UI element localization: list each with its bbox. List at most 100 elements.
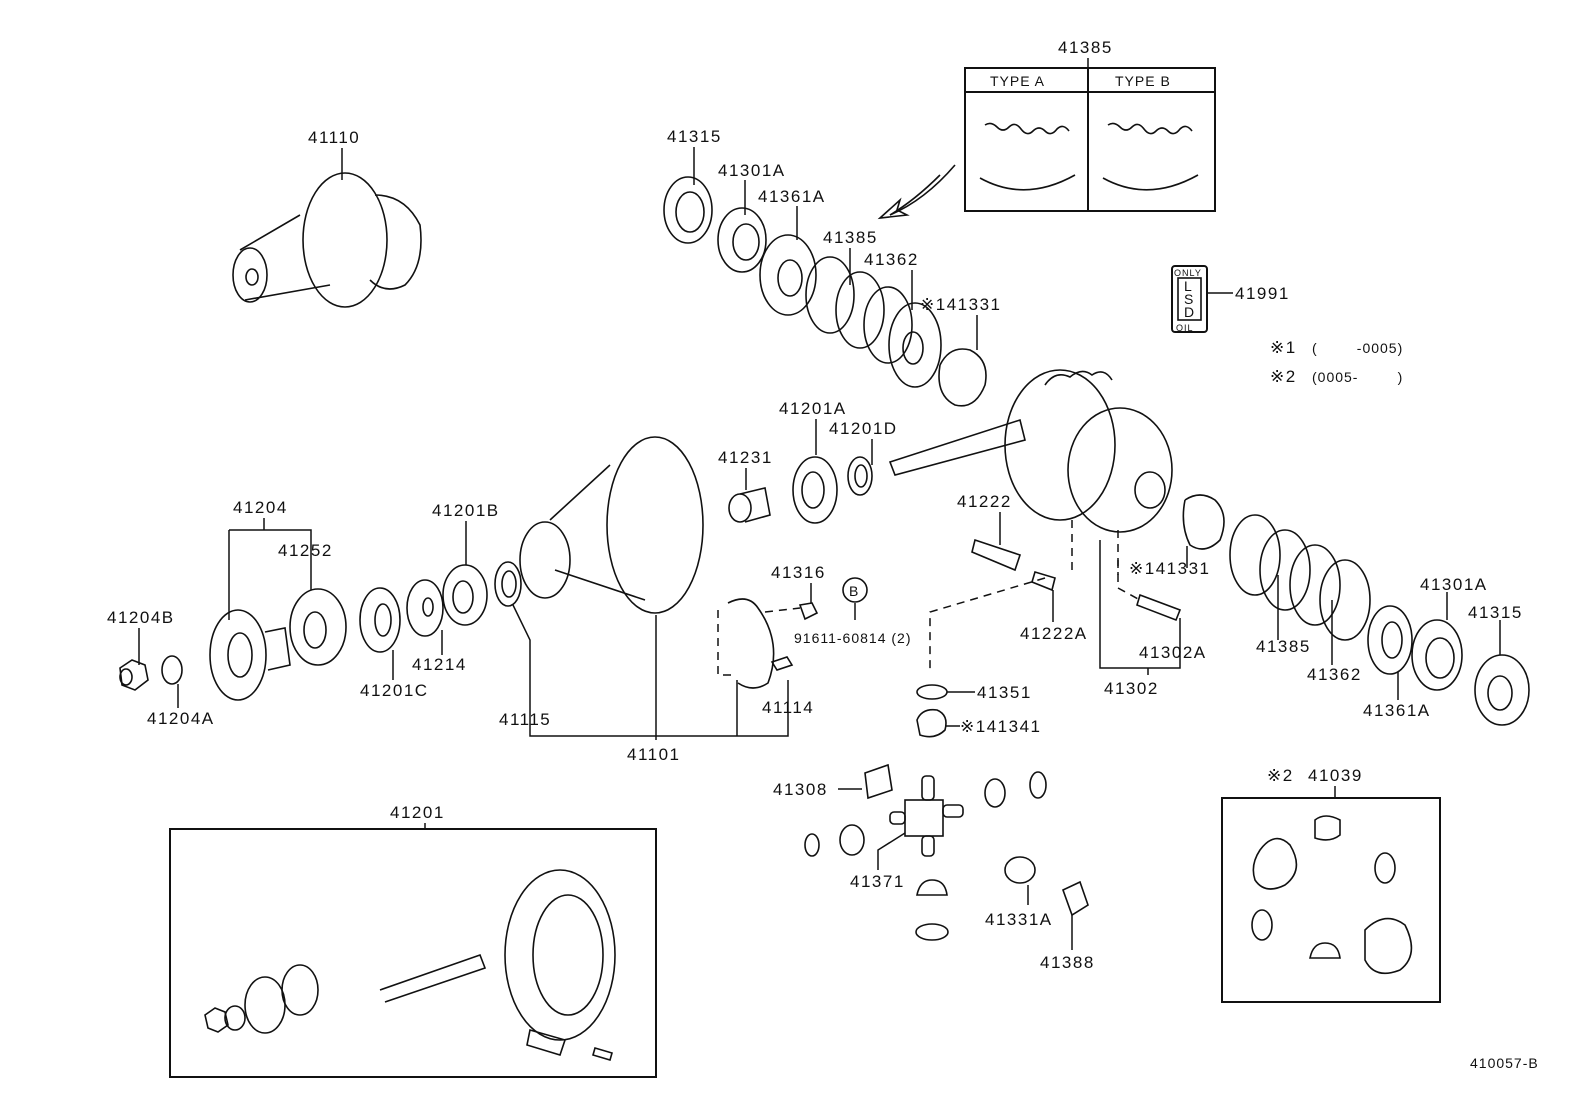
thrust-washer[interactable] — [915, 923, 949, 941]
label-41204B[interactable]: 41204B — [107, 608, 175, 627]
label-41302A[interactable]: 41302A — [1139, 643, 1207, 662]
label-41331A[interactable]: 41331A — [985, 910, 1053, 929]
label-41201D[interactable]: 41201D — [829, 419, 898, 438]
part-41362-plate[interactable] — [888, 302, 942, 388]
label-41214[interactable]: 41214 — [412, 655, 467, 674]
label-41222A[interactable]: 41222A — [1020, 624, 1088, 643]
bearing-cap[interactable] — [727, 598, 775, 689]
part-41301A-bearing[interactable] — [717, 207, 767, 273]
pinion-gear[interactable] — [916, 879, 948, 896]
label-41222[interactable]: 41222 — [957, 492, 1012, 511]
type-inset: 41385 TYPE A TYPE B — [964, 38, 1216, 212]
housing-neck — [519, 521, 571, 599]
oil-seal-41115[interactable] — [494, 561, 522, 607]
bolt-spec-91611-60814[interactable]: 91611-60814 (2) — [794, 630, 911, 646]
label-41204A[interactable]: 41204A — [147, 709, 215, 728]
carrier-assembly-41110[interactable]: 41110 — [232, 128, 422, 308]
label-41362-top[interactable]: 41362 — [864, 250, 919, 269]
washer-41201D[interactable] — [847, 456, 873, 496]
drawing-code: 410057-B — [1470, 1055, 1539, 1071]
label-41301A-right[interactable]: 41301A — [1420, 575, 1488, 594]
bolt-41302A[interactable] — [1136, 593, 1182, 622]
label-41308[interactable]: 41308 — [773, 780, 828, 799]
plate-41308[interactable] — [864, 763, 893, 800]
label-141341[interactable]: ※141341 — [960, 717, 1041, 736]
kit-41039-gear-set[interactable]: ※2 41039 — [1221, 766, 1441, 1003]
kit-41201-ring-pinion[interactable]: 41201 — [169, 803, 657, 1078]
thrust-washer[interactable] — [1029, 771, 1047, 799]
spacer-41214[interactable] — [406, 579, 444, 637]
circled-ref-b — [842, 577, 868, 603]
housing-41101[interactable] — [494, 436, 704, 614]
spacer-41231[interactable] — [728, 493, 752, 523]
label-41115[interactable]: 41115 — [499, 710, 551, 729]
clutch-disc[interactable] — [863, 286, 913, 364]
pinion-gear[interactable] — [984, 778, 1006, 808]
bolt-41222A[interactable] — [1031, 571, 1056, 592]
label-41361A-top[interactable]: 41361A — [758, 187, 826, 206]
side-gear-141331[interactable] — [938, 348, 987, 407]
label-41231[interactable]: 41231 — [718, 448, 773, 467]
clutch-disc[interactable] — [1259, 529, 1311, 611]
label-41351[interactable]: 41351 — [977, 683, 1032, 702]
label-41114[interactable]: 41114 — [762, 698, 814, 717]
washer-41204A[interactable] — [161, 655, 183, 685]
label-41371[interactable]: 41371 — [850, 872, 905, 891]
type-inset-part-number[interactable]: 41385 — [1058, 38, 1113, 57]
label-41204[interactable]: 41204 — [233, 498, 288, 517]
clip-41316[interactable] — [798, 602, 819, 621]
clutch-disc[interactable] — [835, 271, 885, 349]
spring-41331A[interactable] — [1004, 856, 1036, 884]
bearing-41201B[interactable] — [442, 564, 488, 626]
part-41315-cover[interactable] — [663, 176, 713, 244]
label-41101[interactable]: 41101 — [627, 745, 681, 764]
cover-41315-right[interactable] — [1474, 654, 1530, 726]
carrier-body-lines — [239, 214, 331, 301]
companion-flange-hole — [227, 632, 253, 678]
label-141331-right[interactable]: ※141331 — [1129, 559, 1210, 578]
part-41361A-plate[interactable] — [759, 234, 817, 316]
label-41252[interactable]: 41252 — [278, 541, 333, 560]
thrust-washer[interactable] — [804, 833, 820, 857]
label-41361A-right[interactable]: 41361A — [1363, 701, 1431, 720]
plate-41361A-right[interactable] — [1367, 605, 1413, 675]
bearing-41201C[interactable] — [359, 587, 401, 653]
label-41385-right[interactable]: 41385 — [1256, 637, 1311, 656]
label-41315-right[interactable]: 41315 — [1468, 603, 1523, 622]
plate-41388[interactable] — [1062, 880, 1089, 917]
diff-case-body — [1067, 407, 1173, 533]
label-41302[interactable]: 41302 — [1104, 679, 1159, 698]
side-gear-141331-right[interactable] — [1182, 494, 1225, 550]
washer-41351[interactable] — [916, 684, 948, 700]
companion-flange-41204[interactable] — [209, 609, 267, 701]
dust-deflector-41252[interactable] — [289, 588, 347, 666]
spider-41371-center[interactable] — [904, 799, 944, 837]
label-41201A[interactable]: 41201A — [779, 399, 847, 418]
clutch-disc[interactable] — [1319, 559, 1371, 641]
companion-flange-neck — [264, 627, 291, 671]
clutch-disc[interactable] — [1229, 514, 1281, 596]
pinion-gear-141341[interactable] — [916, 708, 947, 738]
front-pinion-parts: 41204 41252 41204B 41204A 41201C 41214 4… — [107, 498, 500, 728]
label-41201C[interactable]: 41201C — [360, 681, 429, 700]
differential-case-41302[interactable] — [888, 369, 1173, 575]
nut-41204B[interactable] — [119, 659, 149, 691]
label-141331-top[interactable]: ※141331 — [920, 295, 1001, 314]
clutch-disc[interactable] — [805, 256, 855, 334]
label-41316[interactable]: 41316 — [771, 563, 826, 582]
lock-plate-41222[interactable] — [971, 538, 1022, 572]
lock-plate — [526, 1028, 567, 1056]
bracket-41101 — [512, 604, 789, 737]
label-41385-top[interactable]: 41385 — [823, 228, 878, 247]
label-41201B[interactable]: 41201B — [432, 501, 500, 520]
bearing-41201A[interactable] — [792, 456, 838, 524]
label-41301A-top[interactable]: 41301A — [718, 161, 786, 180]
label-41315-top[interactable]: 41315 — [667, 127, 722, 146]
lsd-oil-tag[interactable]: ONLY L S D OIL 41991 — [1171, 265, 1290, 333]
bearing-41301A-right[interactable] — [1411, 619, 1463, 691]
label-41388[interactable]: 41388 — [1040, 953, 1095, 972]
bolt-41114[interactable] — [770, 656, 794, 671]
label-41362-right[interactable]: 41362 — [1307, 665, 1362, 684]
clutch-disc[interactable] — [1289, 544, 1341, 626]
pinion-gear[interactable] — [839, 824, 865, 856]
